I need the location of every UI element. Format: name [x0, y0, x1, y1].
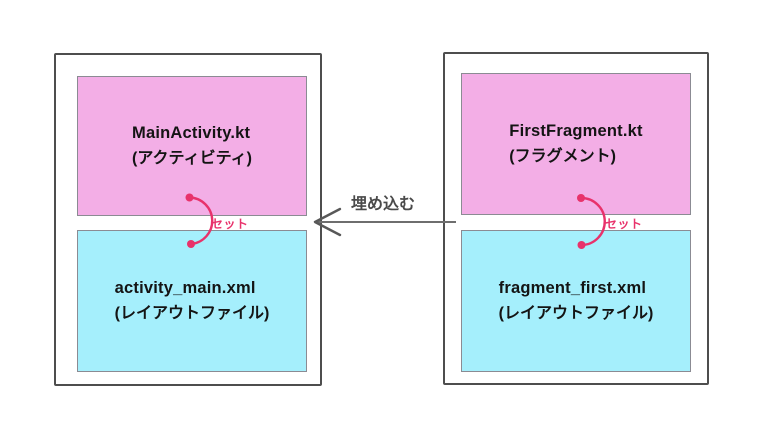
embed-arrow-label: 埋め込む: [350, 196, 415, 213]
fragment-layout-subtitle: (レイアウトファイル): [498, 305, 654, 322]
activity-layout-box: activity_main.xml (レイアウトファイル): [77, 230, 307, 372]
first-fragment-label-block: FirstFragment.kt (フラグメント): [509, 118, 642, 170]
first-fragment-subtitle: (フラグメント): [509, 148, 616, 165]
main-activity-label-block: MainActivity.kt (アクティビティ): [132, 120, 252, 172]
set-label-right: セット: [605, 217, 643, 231]
fragment-container-box: FirstFragment.kt (フラグメント) fragment_first…: [443, 52, 709, 385]
fragment-layout-title: fragment_first.xml: [498, 279, 647, 297]
first-fragment-title: FirstFragment.kt: [509, 122, 643, 140]
main-activity-title: MainActivity.kt: [132, 124, 251, 142]
main-activity-subtitle: (アクティビティ): [132, 150, 252, 167]
set-label-left: セット: [211, 217, 249, 231]
activity-layout-subtitle: (レイアウトファイル): [114, 305, 270, 322]
main-activity-box: MainActivity.kt (アクティビティ): [77, 76, 307, 216]
fragment-layout-box: fragment_first.xml (レイアウトファイル): [461, 230, 691, 372]
fragment-layout-label-block: fragment_first.xml (レイアウトファイル): [499, 275, 654, 327]
activity-container-box: MainActivity.kt (アクティビティ) activity_main.…: [54, 53, 322, 386]
activity-layout-title: activity_main.xml: [114, 279, 256, 297]
activity-layout-label-block: activity_main.xml (レイアウトファイル): [115, 275, 270, 327]
first-fragment-box: FirstFragment.kt (フラグメント): [461, 73, 691, 215]
